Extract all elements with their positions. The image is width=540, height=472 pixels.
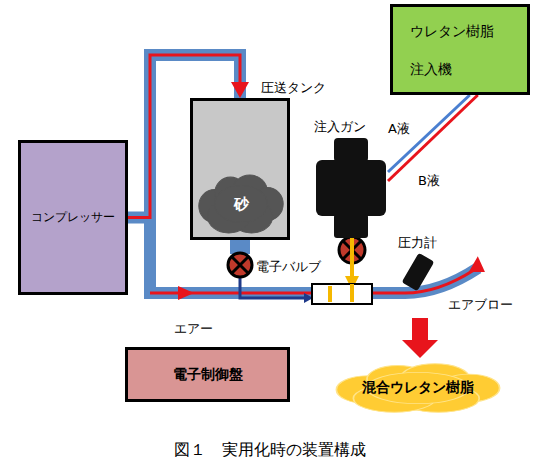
pressure-gauge bbox=[402, 253, 435, 291]
gun-knob bbox=[334, 138, 368, 162]
resin-flow bbox=[350, 234, 354, 280]
output-arrow bbox=[412, 318, 428, 342]
pipe-connector bbox=[388, 95, 478, 181]
gun-nozzle bbox=[334, 214, 368, 238]
injector-box: ウレタン樹脂 注入機 bbox=[390, 4, 530, 95]
part-label: エアー bbox=[174, 320, 213, 338]
part-label: エアブロー bbox=[448, 296, 513, 314]
gun-shape bbox=[316, 138, 388, 238]
part-label: 電子バルブ bbox=[256, 258, 321, 276]
gun-body bbox=[316, 160, 386, 216]
control-panel: 電子制御盤 bbox=[125, 347, 290, 402]
flow-arrowhead bbox=[469, 256, 490, 279]
node-text: 電子制御盤 bbox=[173, 366, 243, 384]
hose-a bbox=[388, 95, 470, 172]
sand-line bbox=[240, 276, 306, 298]
flow-arrowhead bbox=[178, 286, 194, 300]
part-label: B液 bbox=[418, 172, 440, 190]
resin-flow bbox=[350, 284, 354, 302]
mixing-chamber bbox=[312, 284, 372, 304]
output-arrowhead bbox=[402, 340, 438, 358]
figure-caption: 図１ 実用化時の装置構成 bbox=[0, 440, 540, 461]
injection-gun: 注入ガン bbox=[316, 138, 388, 238]
part-label: 圧力計 bbox=[398, 234, 437, 252]
mixed-resin-cloud: 混合ウレタン樹脂 bbox=[333, 362, 503, 414]
arrowhead bbox=[231, 82, 249, 98]
solenoid-valve bbox=[228, 253, 252, 277]
node-text: 圧送タンク bbox=[259, 79, 328, 97]
node-text: 砂 bbox=[234, 195, 249, 214]
pressure-tank: 圧送タンク砂 bbox=[190, 98, 290, 240]
node-text: 注入ガン bbox=[312, 118, 368, 136]
resin-flow bbox=[328, 286, 332, 302]
node-text: ウレタン樹脂 注入機 bbox=[410, 12, 510, 88]
sand-cloud: 砂 bbox=[197, 173, 285, 235]
cloud-lobe bbox=[215, 185, 268, 222]
part-label: A液 bbox=[388, 120, 410, 138]
compressor-box: コンプレッサー bbox=[18, 140, 128, 295]
hose-b bbox=[388, 95, 478, 181]
node-text: 混合ウレタン樹脂 bbox=[362, 379, 474, 397]
node-text: コンプレッサー bbox=[31, 209, 115, 226]
